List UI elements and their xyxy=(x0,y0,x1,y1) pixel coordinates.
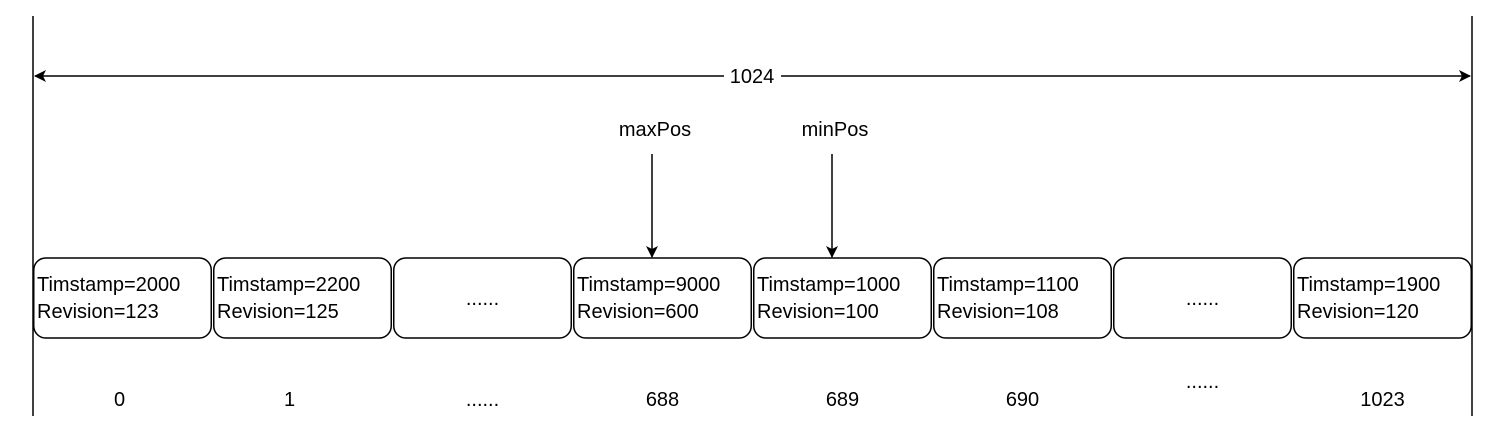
index-ellipsis: ...... xyxy=(1186,371,1219,393)
cell-revision: Revision=125 xyxy=(217,301,339,323)
span-label: 1024 xyxy=(730,66,775,88)
cell-timestamp: Timstamp=9000 xyxy=(577,274,720,296)
cell-revision: Revision=600 xyxy=(577,301,699,323)
index-label: 1 xyxy=(284,389,295,411)
cell-ellipsis: ...... xyxy=(466,288,499,310)
minPos-pointer: minPos xyxy=(802,119,869,258)
cell-timestamp: Timstamp=2200 xyxy=(217,274,360,296)
cell-revision: Revision=123 xyxy=(37,301,159,323)
cell-timestamp: Timstamp=1900 xyxy=(1297,274,1440,296)
index-label: 1023 xyxy=(1360,389,1405,411)
cell-timestamp: Timstamp=1000 xyxy=(757,274,900,296)
cell-timestamp: Timstamp=2000 xyxy=(37,274,180,296)
cell-timestamp: Timstamp=1100 xyxy=(937,274,1079,296)
buffer-indices: 0 1...... 688 689 690...... 1023 xyxy=(114,371,1405,411)
pointers-layer: maxPos minPos xyxy=(619,119,869,258)
cell-box xyxy=(753,257,932,339)
cell-box xyxy=(213,257,392,339)
cell-box xyxy=(393,257,572,339)
index-label: 689 xyxy=(826,389,859,411)
cell-box xyxy=(933,257,1112,339)
index-label: 688 xyxy=(646,389,679,411)
buffer-cell: ...... xyxy=(393,257,572,339)
maxPos-pointer: maxPos xyxy=(619,119,691,258)
cell-ellipsis: ...... xyxy=(1186,288,1219,310)
cell-box xyxy=(1113,257,1292,339)
index-label: 690 xyxy=(1006,389,1039,411)
cell-revision: Revision=120 xyxy=(1297,301,1419,323)
pointer-label: minPos xyxy=(802,119,869,141)
cell-box xyxy=(573,257,752,339)
cell-box xyxy=(1293,257,1472,339)
index-label: 0 xyxy=(114,389,125,411)
index-ellipsis: ...... xyxy=(466,389,499,411)
buffer-cells: Timstamp=2000Revision=123Timstamp=2200Re… xyxy=(33,257,1472,339)
cell-box xyxy=(33,257,212,339)
cell-revision: Revision=100 xyxy=(757,301,879,323)
cell-revision: Revision=108 xyxy=(937,301,1059,323)
pointer-label: maxPos xyxy=(619,119,691,141)
buffer-cell: ...... xyxy=(1113,257,1292,339)
